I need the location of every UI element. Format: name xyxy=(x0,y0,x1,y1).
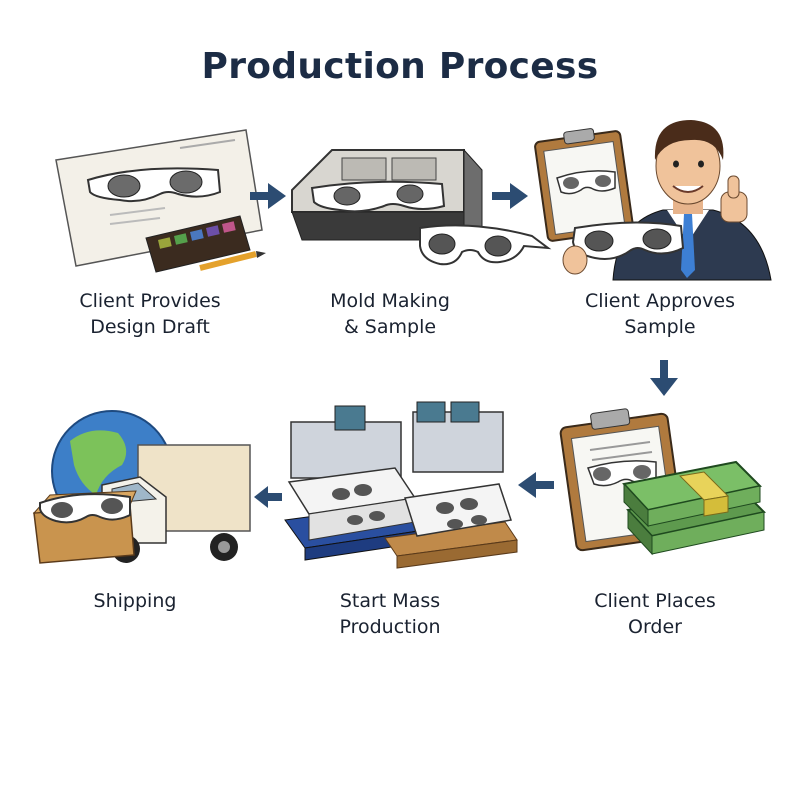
step-label-client-approves: Client Approves Sample xyxy=(584,290,735,338)
mold-machine-icon xyxy=(291,148,552,266)
step-mold-making xyxy=(291,140,552,270)
step-mass-production xyxy=(284,401,518,570)
order-money-icon xyxy=(559,408,767,556)
step-label-mold-making: Mold Making & Sample xyxy=(330,290,450,338)
step-label-mass-production: Start Mass Production xyxy=(339,590,441,638)
step-client-approves xyxy=(534,110,780,285)
step-label-shipping: Shipping xyxy=(93,590,177,612)
step-shipping xyxy=(30,405,255,570)
page-title: Production Process xyxy=(201,46,599,87)
arrow-right-icon xyxy=(492,183,528,209)
delivery-truck-icon xyxy=(32,410,251,564)
factory-icon xyxy=(284,401,518,569)
step-design-draft xyxy=(50,120,270,280)
design-draft-icon xyxy=(55,129,266,273)
approving-client-icon xyxy=(534,120,772,281)
arrow-right-icon xyxy=(250,183,286,209)
step-client-places-order xyxy=(559,398,775,558)
step-label-client-places-order: Client Places Order xyxy=(594,590,716,638)
arrow-left-icon xyxy=(254,486,282,508)
arrow-left-icon xyxy=(518,472,554,498)
arrow-down-icon xyxy=(650,360,678,396)
step-label-design-draft: Client Provides Design Draft xyxy=(79,290,221,338)
